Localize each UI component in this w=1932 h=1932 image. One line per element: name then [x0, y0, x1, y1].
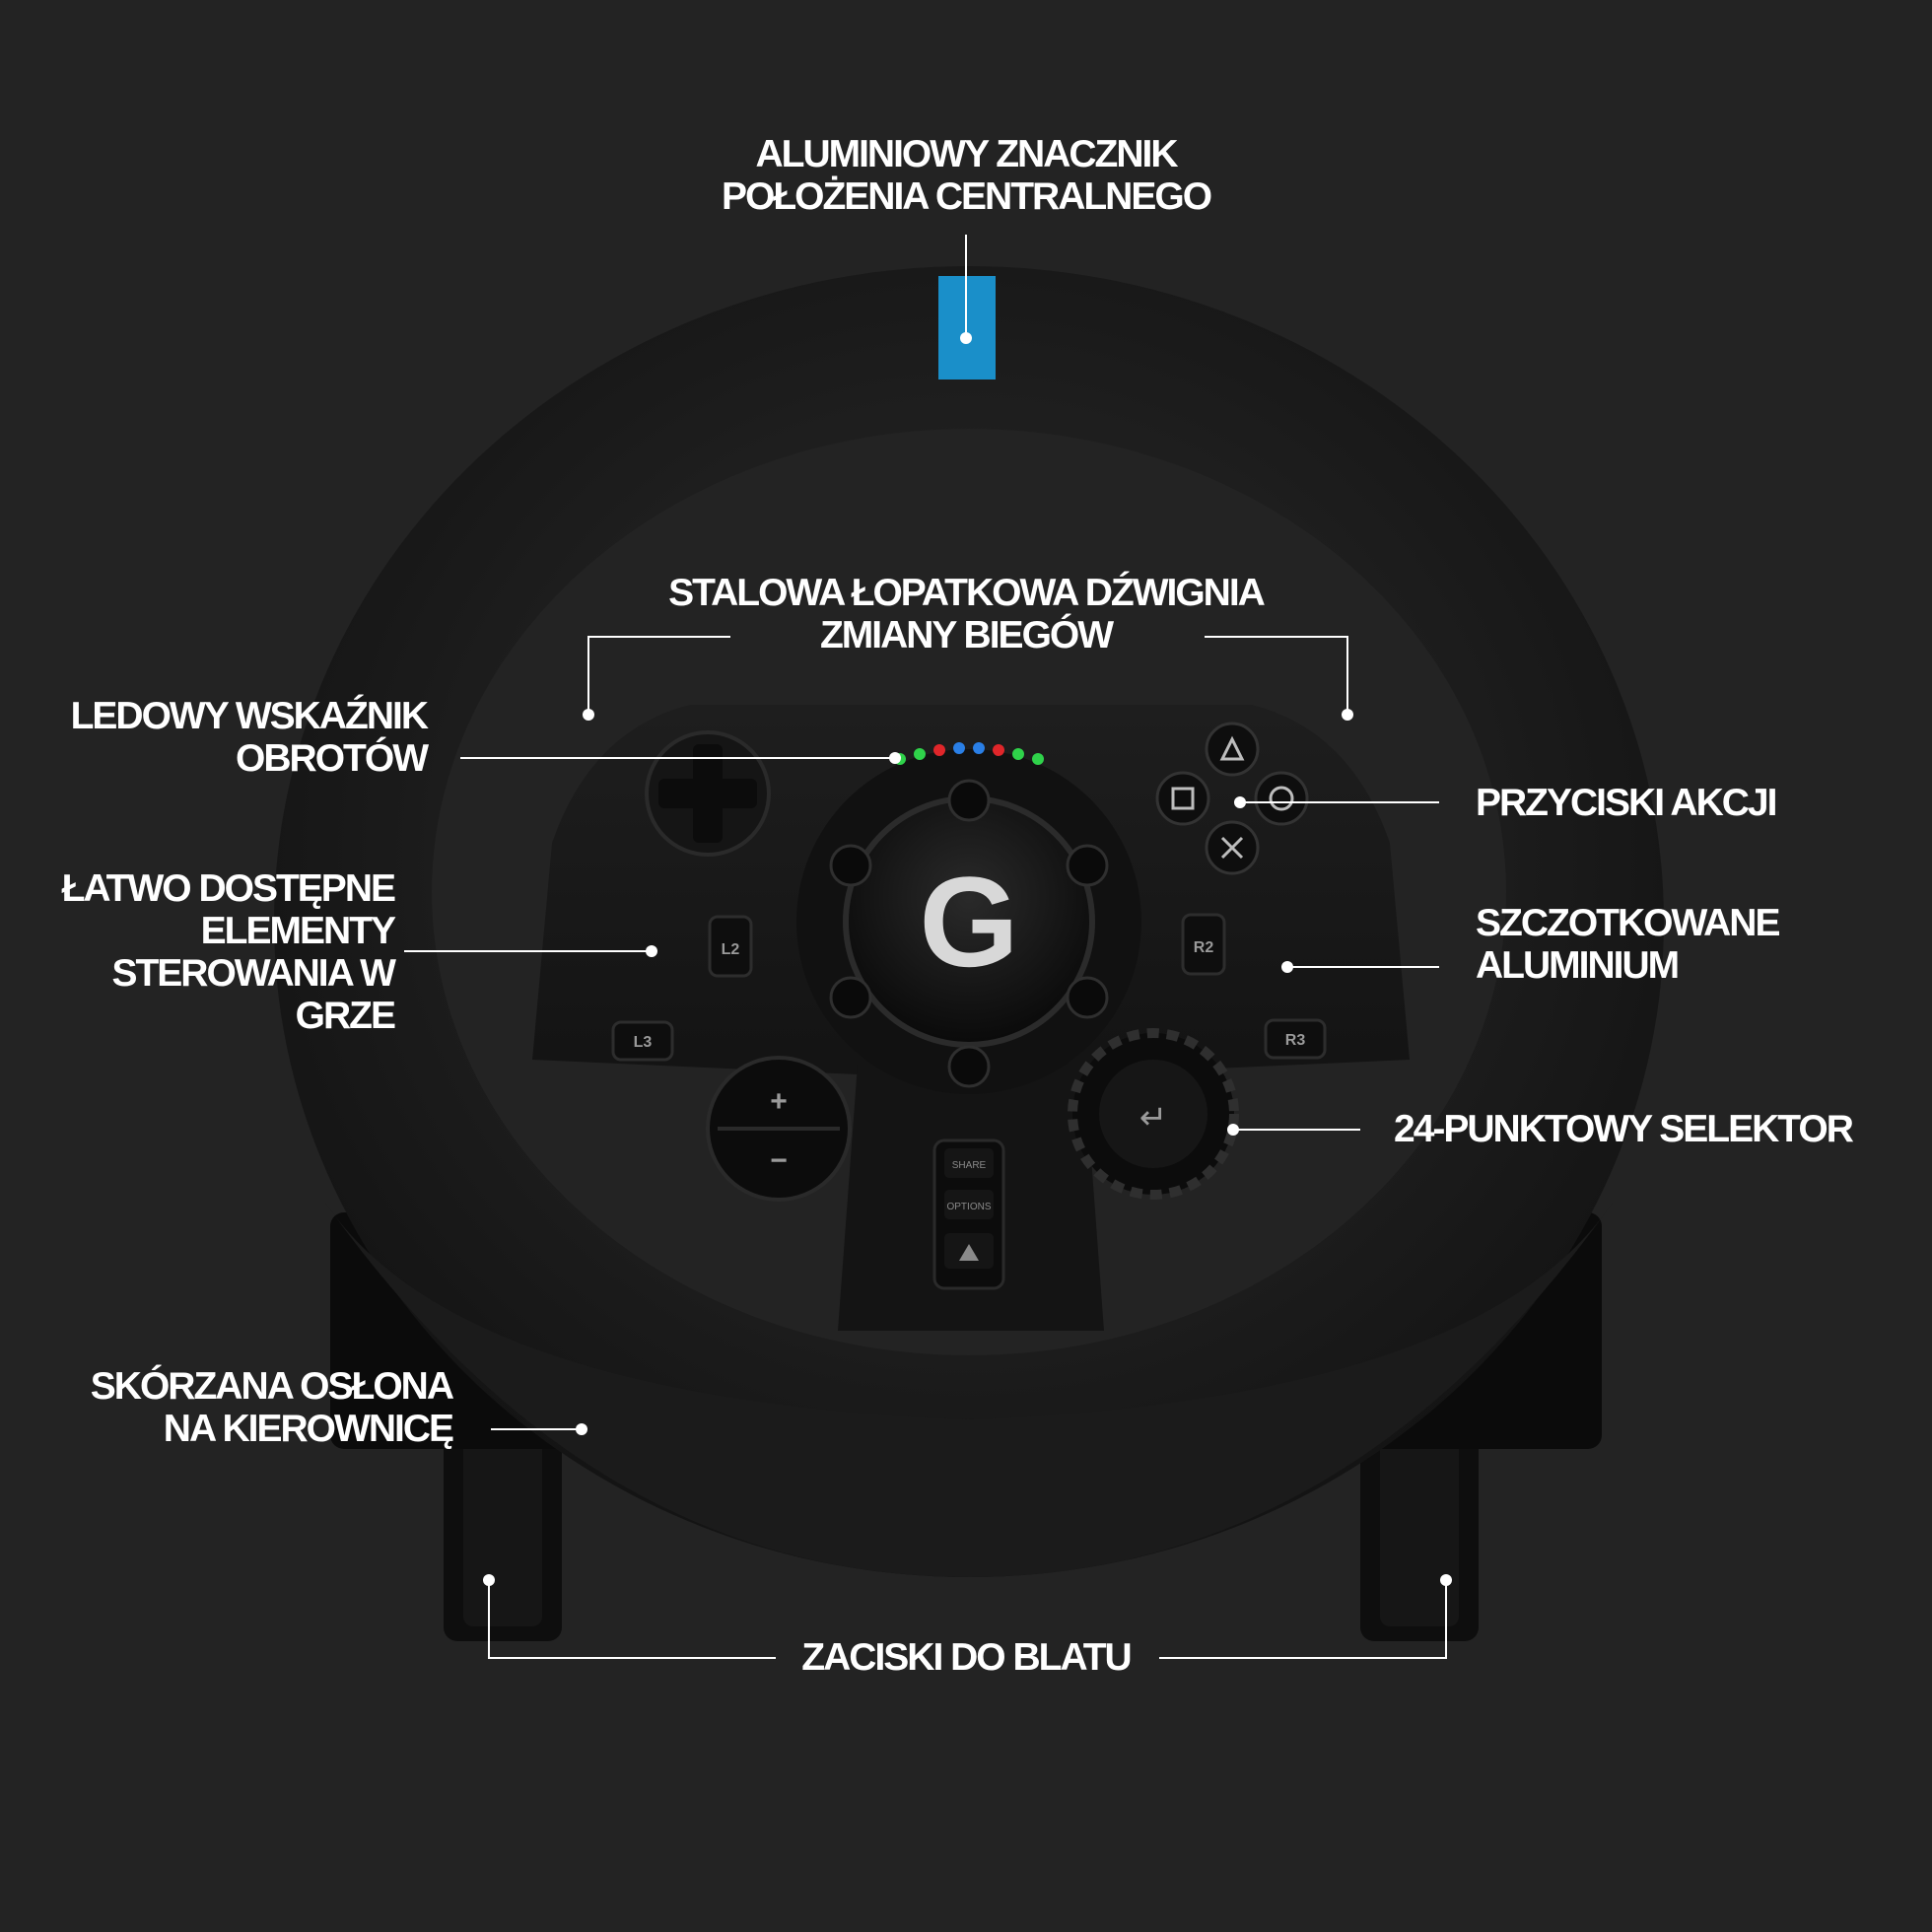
label-rpm-led: LEDOWY WSKAŹNIK OBROTÓW	[70, 695, 429, 780]
svg-text:SHARE: SHARE	[952, 1160, 987, 1171]
label-action-buttons: PRZYCISKI AKCJI	[1476, 782, 1777, 824]
callout-dots	[483, 332, 1452, 1586]
label-table-clamps: ZACISKI DO BLATU	[801, 1636, 1132, 1679]
action-buttons	[1155, 722, 1309, 875]
circle-icon[interactable]	[1254, 771, 1309, 826]
label-game-controls: ŁATWO DOSTĘPNE ELEMENTY STEROWANIA W GRZ…	[61, 867, 396, 1037]
r3-button[interactable]: R3	[1264, 1018, 1327, 1060]
label-brushed-aluminium: SZCZOTKOWANE ALUMINIUM	[1476, 902, 1780, 987]
svg-text:−: −	[770, 1144, 788, 1177]
selector-dial[interactable]: ↵	[1068, 1028, 1239, 1200]
label-center-marker: ALUMINIOWY ZNACZNIK POŁOŻENIA CENTRALNEG…	[721, 133, 1212, 218]
l3-button[interactable]: L3	[611, 1020, 674, 1062]
svg-text:R3: R3	[1285, 1032, 1306, 1049]
options-button[interactable]: OPTIONS	[944, 1190, 994, 1219]
system-buttons: SHARE OPTIONS	[932, 1138, 1005, 1290]
leader-paddle-left	[587, 636, 730, 715]
svg-text:OPTIONS: OPTIONS	[946, 1202, 991, 1212]
svg-text:+: +	[770, 1085, 788, 1118]
leader-clamp-left	[488, 1580, 776, 1659]
svg-text:L2: L2	[722, 941, 740, 958]
plus-minus-rocker[interactable]: + −	[706, 1056, 852, 1202]
share-button[interactable]: SHARE	[944, 1148, 994, 1178]
square-icon[interactable]	[1155, 771, 1210, 826]
svg-text:↵: ↵	[1139, 1098, 1168, 1138]
leader-paddle-right	[1205, 636, 1348, 715]
leader-clamp-right	[1159, 1580, 1447, 1659]
triangle-icon[interactable]	[1205, 722, 1260, 777]
svg-text:L3: L3	[634, 1034, 653, 1051]
svg-text:R2: R2	[1194, 939, 1214, 956]
r2-button[interactable]: R2	[1181, 913, 1226, 976]
logo-icon: G	[919, 850, 1018, 994]
label-leather-cover: SKÓRZANA OSŁONA NA KIEROWNICĘ	[90, 1365, 454, 1450]
label-paddle-shifters: STALOWA ŁOPATKOWA DŹWIGNIA ZMIANY BIEGÓW	[668, 572, 1266, 656]
dpad-icon[interactable]	[645, 730, 771, 857]
callout-lines	[404, 235, 1447, 1659]
l2-button[interactable]: L2	[708, 915, 753, 978]
playstation-icon[interactable]	[944, 1233, 994, 1269]
label-24-point-selector: 24-PUNKTOWY SELEKTOR	[1394, 1108, 1854, 1150]
